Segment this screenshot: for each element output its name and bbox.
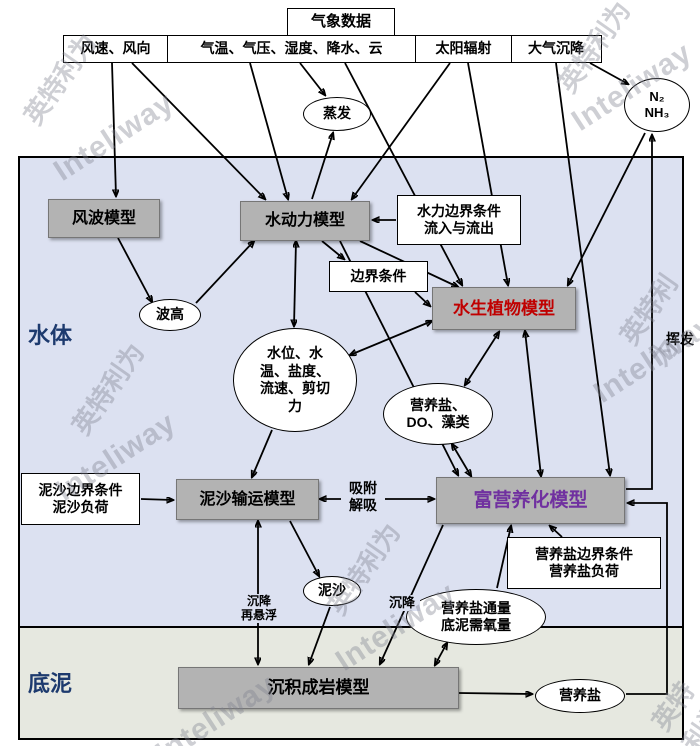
nutrient-bc-box: 营养盐边界条件 营养盐负荷 — [507, 537, 661, 589]
n2-nh3-ellipse: N₂ NH₃ — [624, 78, 690, 132]
sediment-bc-box: 泥沙边界条件 泥沙负荷 — [21, 473, 140, 525]
water-sediment-outline — [18, 156, 684, 740]
wind-wave-model-box: 风波模型 — [48, 199, 160, 238]
sediment-transport-model-box: 泥沙输运模型 — [176, 479, 319, 520]
hydrodynamic-model-box: 水动力模型 — [240, 201, 370, 241]
nutrients-ellipse: 营养盐 — [535, 679, 625, 713]
eutrophication-model-box: 富营养化模型 — [436, 477, 625, 524]
diagenesis-model-box: 沉积成岩模型 — [178, 667, 459, 709]
met-cell-solar: 太阳辐射 — [415, 35, 512, 63]
water-state-ellipse: 水位、水 温、盐度、 流速、剪切 力 — [233, 328, 357, 432]
nutrients-do-algae-ellipse: 营养盐、 DO、藻类 — [383, 383, 493, 445]
wave-height-ellipse: 波高 — [139, 299, 201, 331]
water-region-label: 水体 — [28, 323, 73, 348]
settling-label: 沉降 — [384, 595, 420, 611]
volatilization-label: 挥发 — [666, 331, 694, 347]
met-data-header: 气象数据 — [287, 8, 395, 36]
settling-resuspension-label: 沉降 再悬浮 — [235, 594, 283, 623]
met-cell-wind: 风速、风向 — [63, 35, 168, 63]
hydraulic-bc-box: 水力边界条件 流入与流出 — [397, 195, 521, 245]
boundary-conditions-box: 边界条件 — [329, 261, 428, 292]
met-cell-deposition: 大气沉降 — [510, 35, 602, 63]
adsorption-desorption-label: 吸附 解吸 — [341, 480, 385, 514]
sediment-region-label: 底泥 — [28, 671, 73, 696]
evaporation-ellipse: 蒸发 — [303, 97, 371, 131]
aquatic-plant-model-box: 水生植物模型 — [432, 287, 576, 330]
nutrient-flux-ellipse: 营养盐通量 底泥需氧量 — [406, 589, 546, 645]
sediment-ellipse: 泥沙 — [303, 576, 361, 606]
met-cell-air: 气温、气压、湿度、降水、云 — [166, 35, 417, 63]
